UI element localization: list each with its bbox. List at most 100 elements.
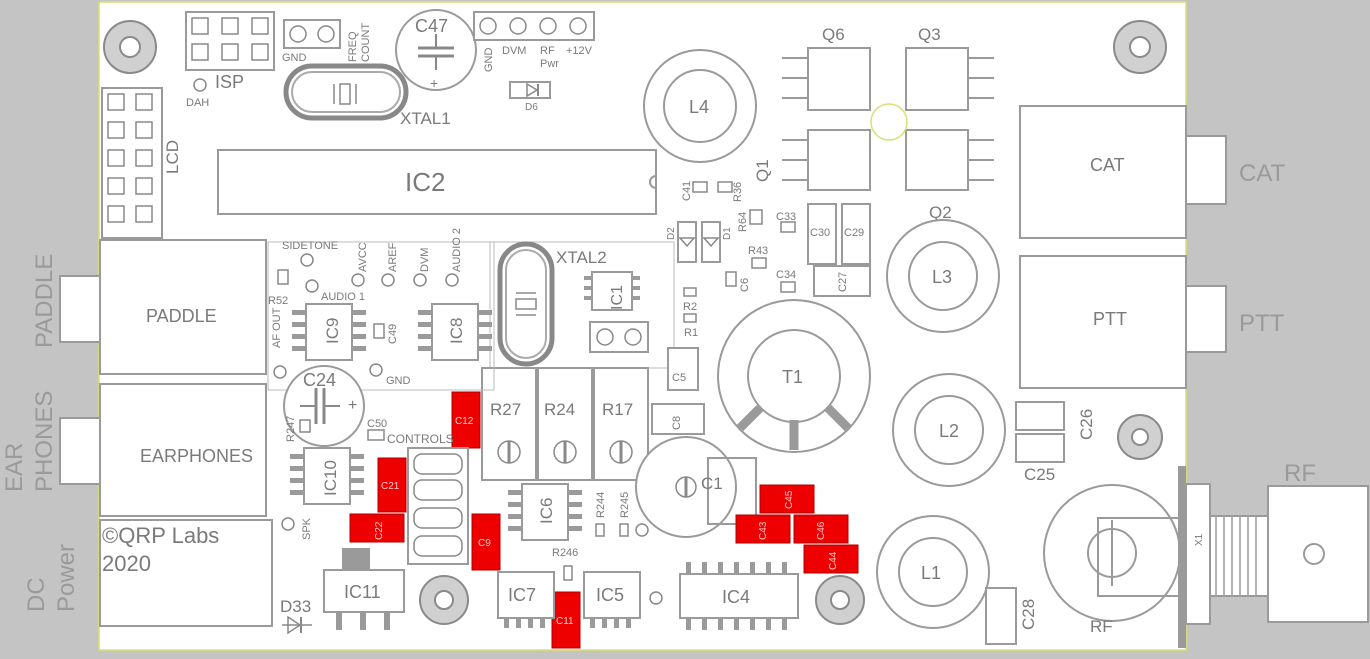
rf-header-label: RF: [540, 45, 555, 57]
q3-label: Q3: [918, 25, 941, 44]
c12-capacitor: [451, 391, 481, 449]
audio1-label: AUDIO 1: [321, 291, 365, 303]
c27-capacitor: [813, 265, 871, 297]
ic11-label: IC11: [344, 582, 381, 602]
testpoint-ic6: [635, 523, 649, 537]
count-label: COUNT: [360, 23, 372, 62]
d33-label: D33: [280, 597, 311, 616]
paddle-connector: [59, 239, 267, 375]
ic5-chip: [583, 571, 641, 628]
rf-external-label: RF: [1284, 460, 1316, 487]
ic2-label: IC2: [405, 167, 445, 197]
r17-trimmer: [593, 367, 649, 481]
c33-capacitor: [780, 221, 796, 233]
c45-capacitor: [759, 484, 815, 514]
r2-label: R2: [683, 301, 697, 313]
r24-label: R24: [544, 400, 575, 419]
c6-label: C6: [739, 278, 751, 292]
r36-resistor: [717, 181, 733, 193]
l4-inductor: [643, 49, 757, 163]
avcc-label: AVCC: [357, 242, 369, 272]
c8-capacitor: [651, 403, 705, 435]
r36-label: R36: [732, 182, 744, 202]
c22-capacitor: [349, 513, 405, 543]
aref-testpoint: [381, 273, 395, 287]
r43-resistor: [751, 257, 767, 269]
sidetone-label: SIDETONE: [282, 240, 338, 252]
dc-power-connector: [99, 519, 273, 627]
q2-label: Q2: [929, 203, 952, 222]
c30-capacitor: [807, 203, 837, 265]
gnd-tp-label: GND: [386, 375, 411, 387]
c5-label: C5: [672, 372, 686, 384]
r247-label: R247: [285, 416, 297, 442]
d6-label: D6: [525, 102, 538, 113]
sidetone-testpoint: [300, 253, 314, 267]
cat-external-label: CAT: [1239, 160, 1286, 187]
x1-label: X1: [1194, 533, 1205, 546]
isp-header: [185, 11, 275, 71]
q6-transistor: [782, 47, 871, 111]
aref-label: AREF: [387, 242, 399, 272]
c9-capacitor: [471, 513, 501, 571]
gnd2-label: GND: [483, 48, 495, 73]
copyright-text: ©QRP Labs: [102, 523, 219, 548]
q3-transistor: [905, 47, 994, 111]
ic7-chip: [497, 571, 555, 628]
dc-external-label: DC: [23, 577, 50, 612]
r245-label: R245: [619, 492, 631, 518]
xtal2-label: XTAL2: [556, 248, 607, 267]
r2-resistor: [683, 287, 697, 297]
xtal2-crystal: [497, 241, 555, 367]
power-external-label: Power: [53, 544, 80, 612]
mounting-hole-bottom-mid: [815, 575, 865, 625]
c8-label: C8: [671, 416, 683, 430]
c45-label: C45: [784, 490, 795, 509]
controls-header: [407, 447, 469, 565]
d2-label: D2: [666, 227, 677, 240]
l1-inductor: [876, 515, 990, 629]
c43-capacitor: [735, 514, 791, 544]
c47-label: C47: [415, 16, 448, 36]
r64-resistor: [749, 209, 763, 225]
ic2-chip: [217, 149, 657, 215]
t1-label: T1: [782, 367, 803, 387]
r27-label: R27: [490, 400, 521, 419]
d6-diode: [509, 81, 551, 99]
ic10-chip: [290, 447, 364, 505]
r247-resistor: [299, 419, 311, 433]
isp-label: ISP: [215, 72, 244, 92]
ptt-connector: [1019, 255, 1227, 389]
mounting-hole-bottom-left: [419, 575, 469, 625]
r246-label: R246: [552, 547, 578, 559]
c9-label: C9: [478, 538, 491, 549]
controls-label: CONTROLS: [387, 432, 454, 446]
r27-trimmer: [481, 367, 537, 481]
r52-resistor: [277, 269, 289, 285]
r1-resistor: [683, 313, 697, 323]
mounting-hole-top-left: [103, 20, 157, 74]
c11-capacitor: [551, 591, 581, 649]
audio2-testpoint: [445, 273, 459, 287]
c46-label: C46: [816, 521, 827, 540]
freq-count-header: [283, 19, 341, 49]
d2-diode: [677, 221, 697, 263]
ic8-label: IC8: [447, 318, 466, 344]
r244-resistor: [595, 523, 605, 537]
xtal1-crystal: [283, 63, 409, 121]
l2-inductor: [892, 373, 1006, 487]
svg-text:+: +: [348, 397, 357, 414]
c47-capacitor: +: [395, 9, 477, 91]
c50-label: C50: [367, 418, 387, 430]
ic1-jumper: [589, 321, 649, 353]
r24-trimmer: [537, 367, 593, 481]
phones-external-label: PHONES: [31, 391, 58, 492]
ic1-label: IC1: [609, 285, 626, 310]
pwr-label: Pwr: [540, 58, 559, 70]
ic5-label: IC5: [596, 585, 624, 605]
q1-transistor-left: [782, 129, 871, 191]
dah-label: DAH: [186, 97, 209, 109]
rf-connector-label: RF: [1090, 617, 1113, 636]
l3-label: L3: [932, 267, 952, 287]
mounting-hole-top-right: [1113, 20, 1167, 74]
